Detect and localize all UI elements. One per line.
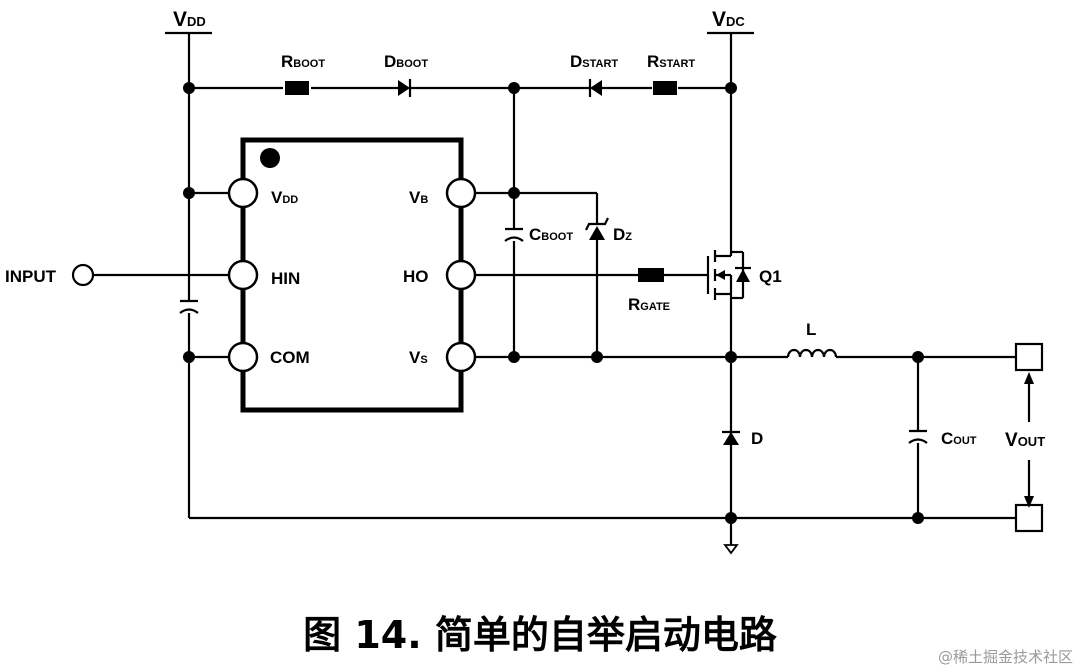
ground-arrow-icon [723, 544, 739, 555]
vdc-supply-label: VDC [712, 8, 745, 31]
pin-com-label: COM [270, 348, 310, 367]
dz-zener-icon [585, 217, 609, 240]
cout-label: COUT [941, 429, 977, 448]
rboot-resistor-icon [285, 81, 309, 95]
pin-vb [445, 177, 477, 209]
pin-vb-label: VB [409, 188, 428, 207]
vout-negative-terminal-icon [1014, 503, 1044, 533]
vdd-supply-label: VDD [173, 8, 206, 31]
rgate-label: RGATE [628, 295, 670, 314]
pin-vs [445, 341, 477, 373]
wires [93, 31, 1016, 545]
inductor-icon [786, 348, 838, 358]
figure-caption: 图 14. 简单的自举启动电路 [303, 613, 778, 657]
q1-mosfet-icon [706, 248, 751, 302]
rstart-label: RSTART [647, 52, 695, 71]
dboot-diode-icon [398, 79, 412, 97]
diode-d-label: D [751, 429, 763, 448]
watermark: @稀土掘金技术社区 [938, 648, 1073, 666]
dboot-label: DBOOT [384, 52, 428, 71]
input-label: INPUT [5, 267, 57, 286]
pin-hin-label: HIN [271, 269, 300, 288]
pin-hin [227, 259, 259, 291]
pin-ho-label: HO [403, 267, 429, 286]
q1-label: Q1 [759, 267, 782, 286]
pin-com [227, 341, 259, 373]
pin-vs-label: VS [409, 348, 428, 367]
cout-capacitor-icon [908, 429, 928, 444]
dz-label: DZ [613, 225, 632, 244]
vdd-capacitor-icon [179, 299, 199, 314]
vout-arrows-icon [1024, 372, 1034, 508]
dstart-label: DSTART [570, 52, 618, 71]
junction-dots [183, 82, 924, 524]
pin1-marker [260, 148, 280, 168]
vout-positive-terminal-icon [1014, 342, 1044, 372]
pin-ho [445, 259, 477, 291]
rstart-resistor-icon [653, 81, 677, 95]
rgate-resistor-icon [638, 268, 664, 282]
cboot-capacitor-icon [504, 227, 524, 242]
vout-label: VOUT [1005, 430, 1045, 451]
pin-vdd [227, 177, 259, 209]
pin-vdd-label: VDD [271, 188, 298, 207]
rboot-label: RBOOT [281, 52, 325, 71]
input-terminal-icon [71, 263, 95, 287]
dstart-diode-icon [588, 79, 602, 97]
inductor-label: L [806, 320, 816, 339]
cboot-label: CBOOT [529, 225, 573, 244]
freewheel-diode-icon [722, 430, 740, 445]
